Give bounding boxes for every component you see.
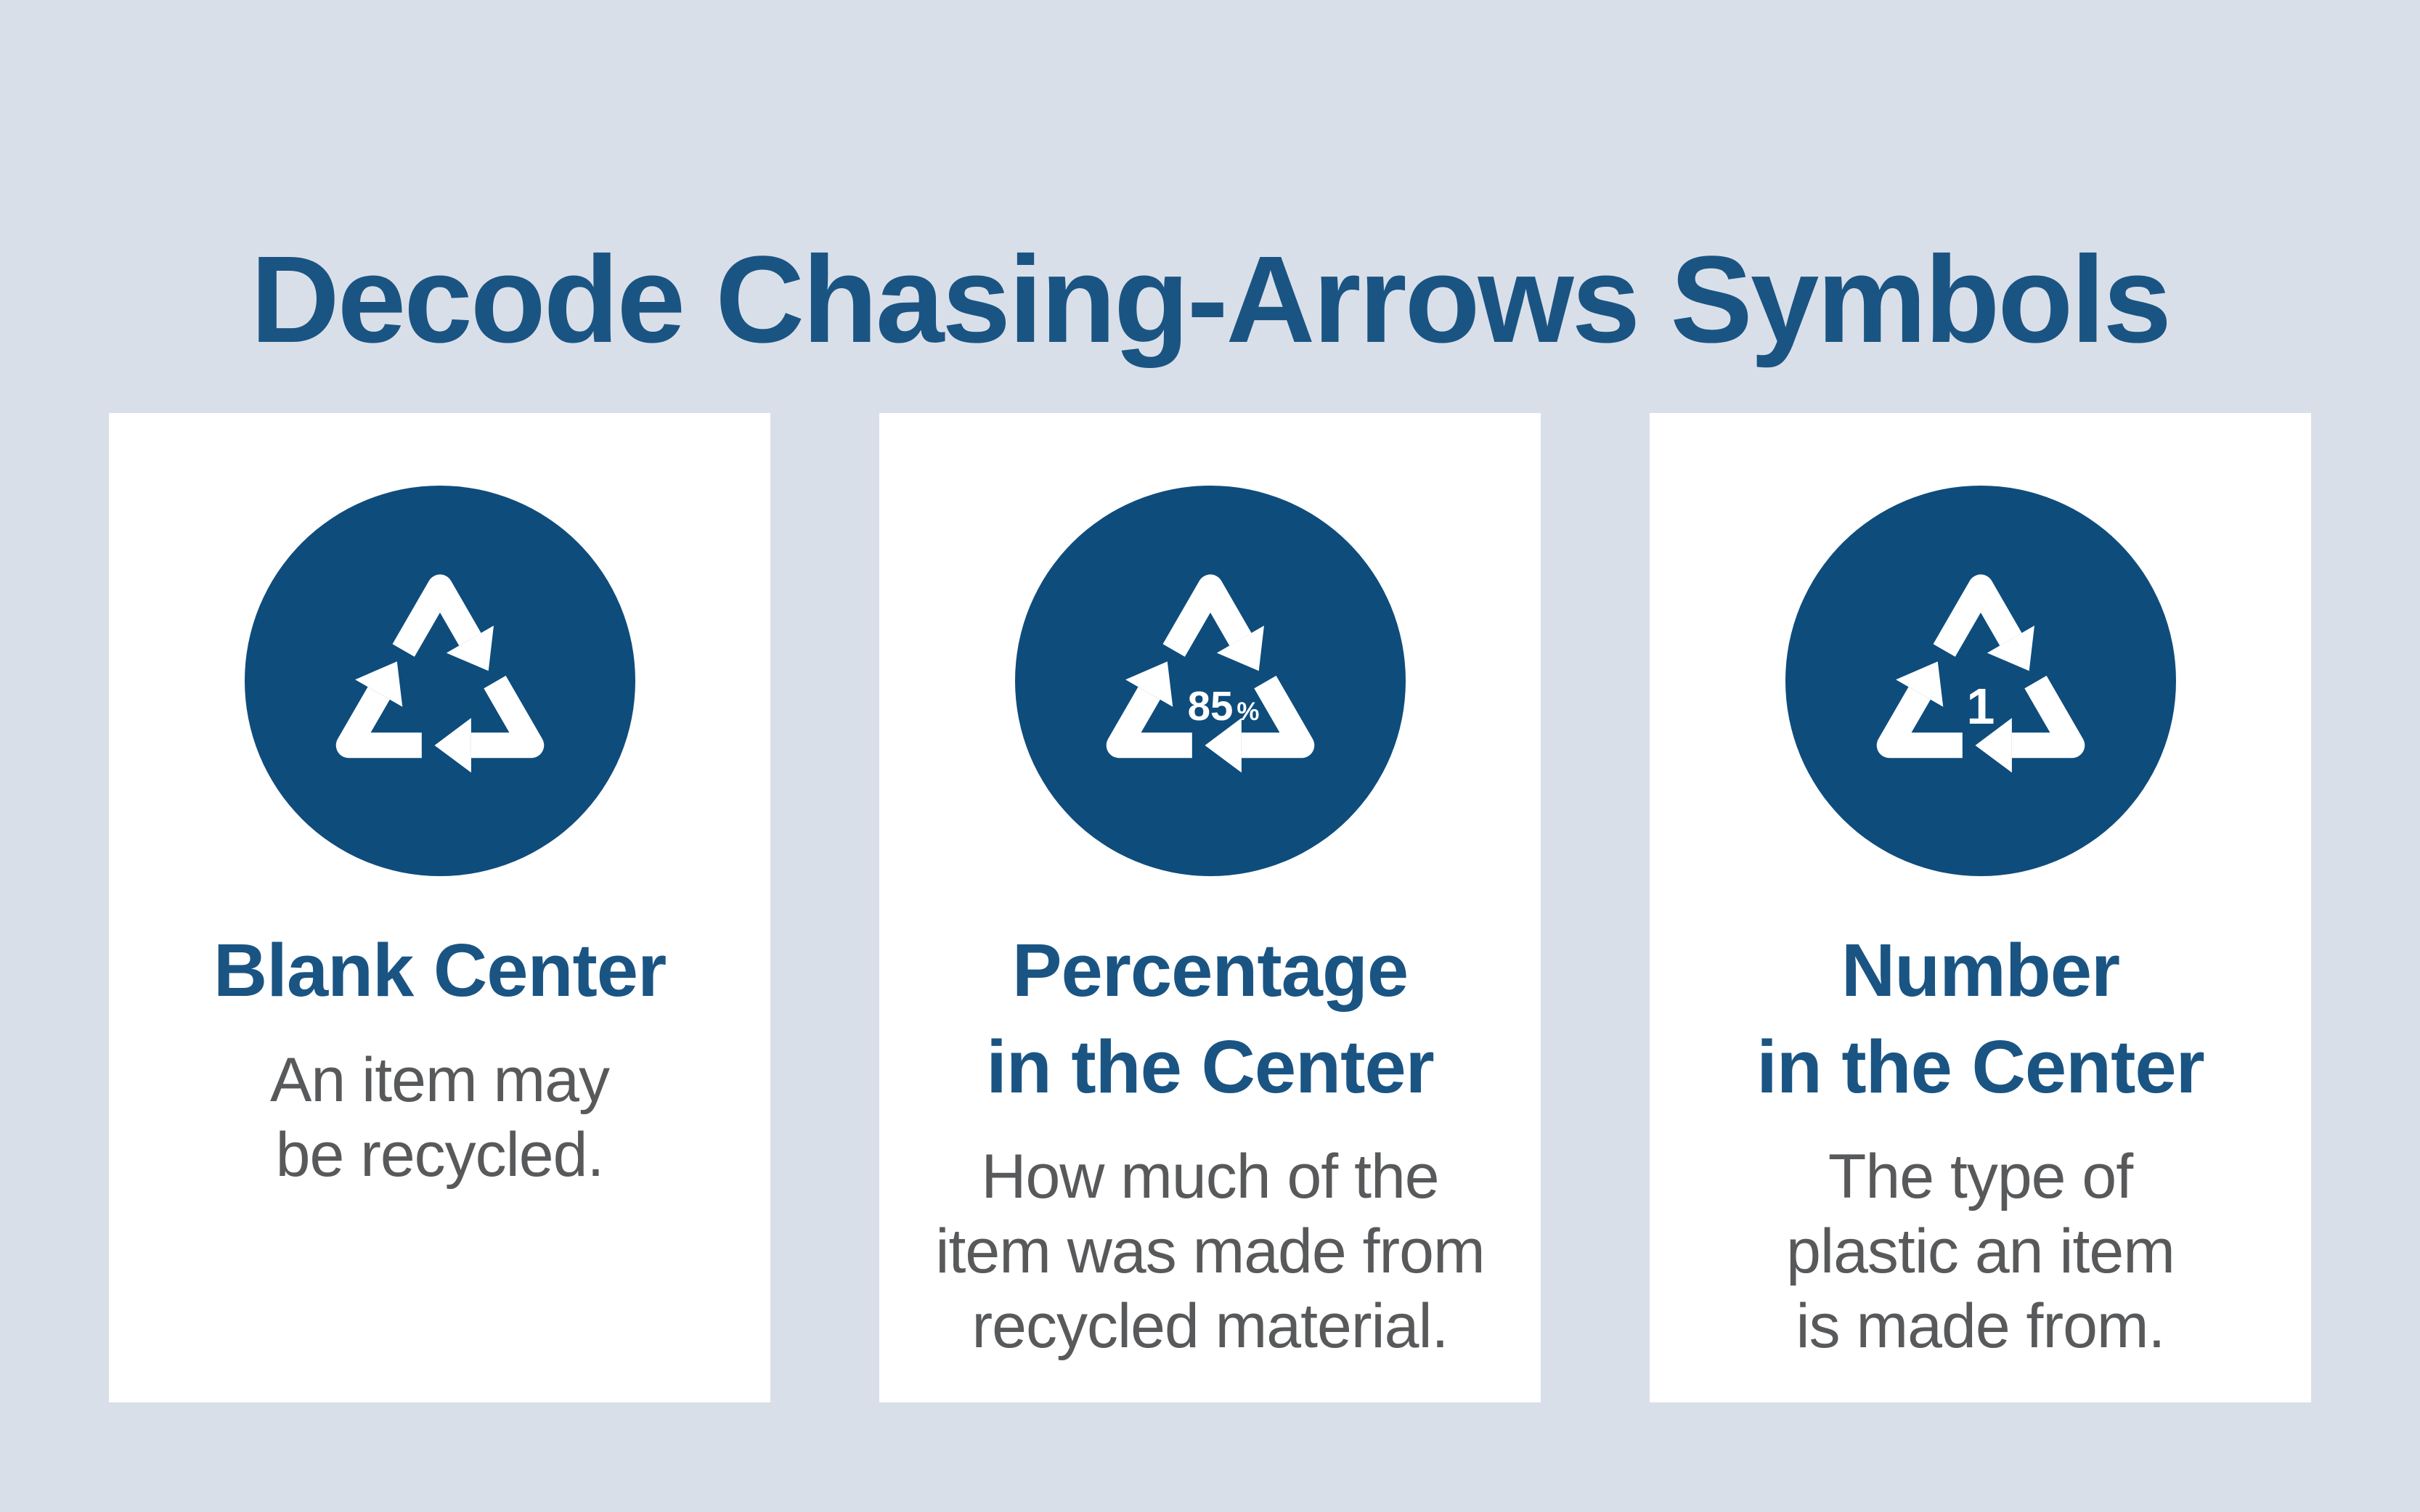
chasing-arrows-blank-icon	[244, 486, 635, 876]
page-title: Decode Chasing-Arrows Symbols	[250, 230, 2172, 369]
card-heading: Percentage in the Center	[986, 928, 1435, 1108]
card-description: How much of the item was made from recyc…	[935, 1142, 1485, 1361]
card-blank-center: Blank Center An item may be recycled.	[109, 413, 770, 1402]
chasing-arrows-number-icon: 1	[1785, 486, 2176, 876]
card-description: The type of plastic an item is made from…	[1786, 1142, 2175, 1361]
chasing-arrows-percentage-icon: 85 %	[1014, 486, 1406, 876]
card-description: An item may be recycled.	[270, 1045, 610, 1190]
symbol-center-value: 85	[1187, 683, 1233, 729]
symbol-circle	[1785, 486, 2176, 876]
symbol-center-value: 1	[1966, 678, 1995, 735]
symbol-center-suffix: %	[1237, 698, 1259, 726]
card-heading: Number in the Center	[1756, 928, 2205, 1108]
card-heading: Blank Center	[213, 928, 667, 1012]
symbol-circle	[244, 486, 635, 876]
card-number-center: 1 Number in the Center The type of plast…	[1650, 413, 2311, 1402]
symbol-circle	[1014, 486, 1406, 876]
card-percentage-center: 85 % Percentage in the Center How much o…	[879, 413, 1541, 1402]
